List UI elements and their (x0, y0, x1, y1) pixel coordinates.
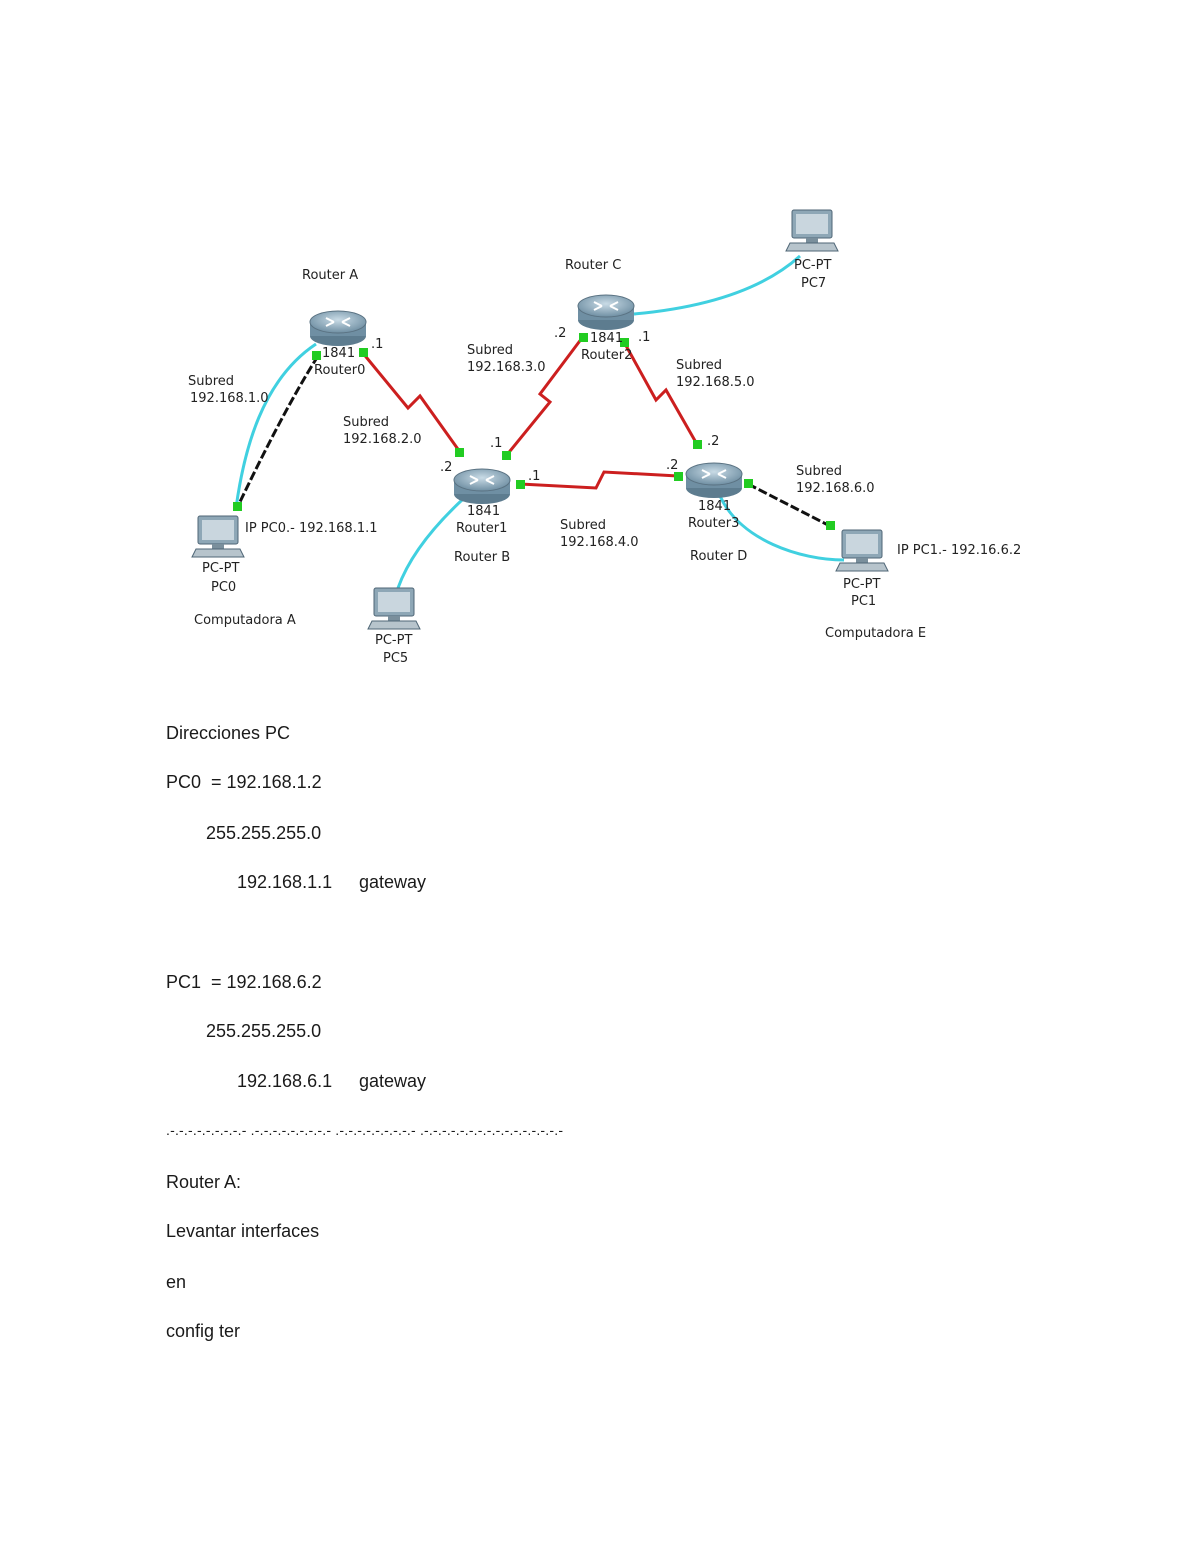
router-a-model: 1841 (322, 346, 355, 361)
copper-link-d-pc1 (747, 482, 831, 528)
pc0-gateway-word: gateway (359, 872, 427, 892)
pc0-gateway-ip: 192.168.1.1 (237, 872, 333, 892)
subnet-3-word: Subred (467, 343, 513, 358)
subnet-2-word: Subred (343, 415, 389, 430)
fast-link-a-pc0 (234, 342, 317, 509)
subnet-1-net: 192.168.1.0 (190, 391, 269, 406)
step-levantar-interfaces: Levantar interfaces (166, 1221, 320, 1241)
subnet-6-net: 192.168.6.0 (796, 481, 875, 496)
router-a[interactable] (309, 310, 367, 347)
pc0-ip-line: PC0 = 192.168.1.2 (166, 772, 322, 792)
serial-link-a-b (360, 351, 462, 453)
separator-line: .-.-.-.-.-.-.-.-.- .-.-.-.-.-.-.-.-.- .-… (166, 1122, 564, 1138)
router-a-heading: Router A: (166, 1172, 242, 1192)
doc-heading: Direcciones PC (166, 723, 291, 743)
router-d[interactable] (685, 462, 743, 499)
router-c[interactable] (577, 294, 635, 331)
pc0-ip-label: IP PC0.- 192.168.1.1 (245, 521, 378, 536)
pc0-caption: Computadora A (194, 613, 296, 628)
pc1-ip-line: PC1 = 192.168.6.2 (166, 972, 322, 992)
pc5-icon[interactable] (367, 587, 421, 630)
router-c-model: 1841 (590, 331, 623, 346)
port-label: .2 (554, 326, 566, 341)
serial-link-b-d (519, 470, 679, 490)
port-label: .1 (490, 436, 502, 451)
port-label: .1 (638, 330, 650, 345)
subnet-2-net: 192.168.2.0 (343, 432, 422, 447)
subnet-5-word: Subred (676, 358, 722, 373)
port-label: .2 (707, 434, 719, 449)
router-a-title: Router A (302, 268, 358, 283)
pc5-name: PC5 (383, 651, 408, 666)
fast-link-c-pc7 (633, 254, 802, 316)
subnet-4-net: 192.168.4.0 (560, 535, 639, 550)
subnet-6-word: Subred (796, 464, 842, 479)
serial-link-c-d (622, 341, 700, 447)
subnet-1-word: Subred (188, 374, 234, 389)
serial-link-b-c (504, 337, 584, 457)
pc1-caption: Computadora E (825, 626, 926, 641)
pc7-name: PC7 (801, 276, 826, 291)
router-b-title: Router B (454, 550, 510, 565)
port-label: .1 (528, 469, 540, 484)
pc0-name: PC0 (211, 580, 236, 595)
port-label: .2 (666, 458, 678, 473)
router-b-model: 1841 (467, 504, 500, 519)
step-en: en (166, 1272, 187, 1292)
pc0-mask-line: 255.255.255.0 (206, 823, 322, 843)
pc1-mask-line: 255.255.255.0 (206, 1021, 322, 1041)
subnet-5-net: 192.168.5.0 (676, 375, 755, 390)
router-c-title: Router C (565, 258, 621, 273)
port-label: .1 (371, 337, 383, 352)
step-config-ter: config ter (166, 1321, 241, 1341)
subnet-3-net: 192.168.3.0 (467, 360, 546, 375)
router-d-model: 1841 (698, 499, 731, 514)
pc1-icon[interactable] (835, 529, 889, 572)
router-c-name: Router2 (581, 348, 632, 363)
router-d-title: Router D (690, 549, 747, 564)
links (234, 254, 845, 589)
fast-link-d-pc1 (718, 495, 845, 562)
router-a-name: Router0 (314, 363, 365, 378)
router-d-name: Router3 (688, 516, 739, 531)
pc1-ip-label: IP PC1.- 192.16.6.2 (897, 543, 1021, 558)
pc7-icon[interactable] (785, 209, 839, 252)
port-label: .2 (440, 460, 452, 475)
pc0-type: PC-PT (202, 561, 239, 576)
pc0-icon[interactable] (191, 515, 245, 558)
port-indicators (233, 333, 835, 530)
pc1-type: PC-PT (843, 577, 880, 592)
network-topology-diagram: Router A 1841 Router0 1841 Router1 Route… (188, 209, 1021, 666)
pc1-gateway-word: gateway (359, 1071, 427, 1091)
router-b[interactable] (453, 468, 511, 505)
pc5-type: PC-PT (375, 633, 412, 648)
router-b-name: Router1 (456, 521, 507, 536)
fast-link-b-pc5 (396, 498, 464, 589)
pc1-gateway-ip: 192.168.6.1 (237, 1071, 333, 1091)
subnet-4-word: Subred (560, 518, 606, 533)
pc1-name: PC1 (851, 594, 876, 609)
copper-link-a-pc0 (236, 355, 320, 507)
pc7-type: PC-PT (794, 258, 831, 273)
